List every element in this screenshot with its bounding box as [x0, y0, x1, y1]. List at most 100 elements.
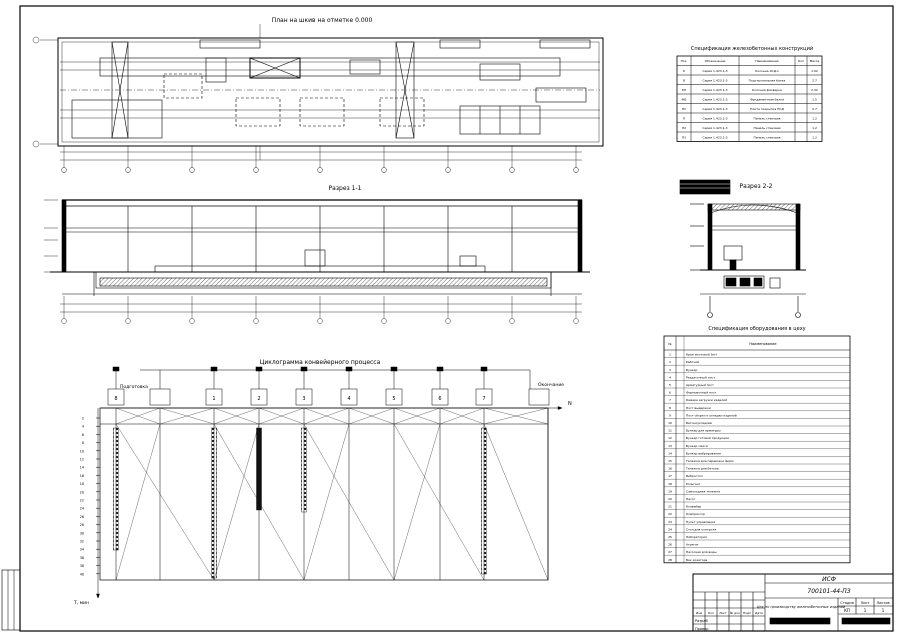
equipment-row-name: Насосная для воды	[686, 550, 717, 554]
equipment-row-name: Бетоноукладчик	[686, 421, 712, 425]
equipment-row-name: Компрессор	[686, 512, 705, 516]
concrete-table-cell: Колонна 1КД-1	[755, 69, 779, 73]
equipment-row-number: 23	[668, 520, 672, 524]
concrete-table-cell: Серия 1.423.1-3	[703, 135, 728, 139]
concrete-table-cell: Панель стеновая	[754, 126, 781, 130]
cyclogram-activity-bar	[113, 427, 119, 551]
cyclogram-time-tick: 14	[80, 466, 84, 470]
cyclogram-time-tick: 28	[80, 523, 84, 527]
concrete-table-cell: 1.2	[812, 126, 817, 130]
cyclogram-post-number: 1	[212, 396, 215, 402]
cyclogram-time-tick: 34	[80, 548, 84, 552]
stamp-org: ИСФ	[822, 576, 836, 583]
concrete-header-cell: Обозначение	[705, 59, 726, 63]
cyclogram-time-tick: 26	[80, 515, 84, 519]
equipment-row-number: 27	[668, 550, 672, 554]
cyclogram-time-tick: 12	[80, 458, 84, 462]
equipment-row-number: 17	[668, 474, 672, 478]
equipment-row-number: 5	[669, 383, 671, 387]
stamp-column-header: Лист	[719, 611, 727, 615]
concrete-table-cell: ПС	[682, 107, 686, 111]
concrete-table-cell: Серия 1.423.1-3	[703, 107, 728, 111]
cyclogram-x-axis-label: N	[568, 401, 572, 407]
sheet-frame	[1, 5, 894, 632]
cyclogram-activity-bar	[301, 427, 307, 513]
stamp-code: 700101-44-ПЗ	[807, 588, 850, 595]
concrete-table-cell: Серия 1.423.1-3	[703, 78, 728, 82]
equipment-row-number: 22	[668, 512, 672, 516]
equipment-row-name: Кран мостовой 5кН	[686, 353, 717, 357]
equipment-row-name: Пост выдержки	[686, 406, 711, 410]
equipment-row-name: Тележка для бетона	[685, 467, 719, 471]
equipment-row-name: Бак дозатора	[686, 558, 707, 562]
cyclogram-y-axis-label: Т, мин	[73, 600, 89, 606]
cyclogram-time-tick: 18	[80, 482, 84, 486]
equipment-row-number: 12	[668, 436, 672, 440]
concrete-table-cell: Подстропильная балка	[749, 78, 786, 82]
equipment-header-name: Наименование	[749, 342, 776, 346]
cyclogram-time-tick: 38	[80, 564, 84, 568]
equipment-row-number: 14	[668, 451, 672, 455]
equipment-row-name: Раздаточный пост	[686, 375, 715, 379]
concrete-table-cell: 1.5	[812, 97, 817, 101]
equipment-row-number: 13	[668, 444, 672, 448]
equipment-table-frame	[663, 335, 851, 564]
cyclogram-time-tick: 8	[82, 441, 84, 445]
section-1-axes	[44, 199, 582, 324]
stamp-role-dev: Разраб	[695, 619, 708, 623]
cyclogram-post-number: 3	[302, 396, 305, 402]
plan-title: План на шкив на отметке 0.000	[272, 17, 373, 24]
concrete-table-cell: 1.2	[812, 135, 817, 139]
equipment-row-name: Рольганг	[686, 482, 701, 486]
cyclogram-time-tick: 24	[80, 507, 84, 511]
cyclogram-activity-bar	[256, 427, 262, 511]
concrete-header-cell: Масса	[810, 59, 820, 63]
cyclogram-left-label: Подготовка	[120, 384, 148, 390]
equipment-row-name: Самоходная тележка	[686, 489, 720, 493]
equipment-row-name: Стол для контроля	[686, 527, 716, 531]
stamp-column-header: Кол	[708, 611, 714, 615]
stamp-sheet-header: Лист	[861, 601, 870, 605]
stamp-stage-header: Стадия	[840, 601, 853, 605]
concrete-table-cell: Серия 1.423.1-3	[703, 69, 728, 73]
stamp-stage: КП	[844, 608, 850, 613]
cyclogram-activity-bar	[211, 427, 217, 579]
equipment-row-number: 15	[668, 459, 672, 463]
stamp-sheets: 1	[882, 608, 885, 613]
cyclogram-time-tick: 40	[80, 572, 84, 576]
cyclogram-time-tick: 4	[82, 425, 84, 429]
equipment-row-name: Конвейер	[686, 505, 701, 509]
equipment-row-number: 7	[669, 398, 671, 402]
concrete-table-cell: Колонна фахверка	[752, 88, 782, 92]
plan-view	[57, 37, 604, 147]
equipment-row-name: Камера загрузки изделий	[686, 398, 727, 402]
stamp-column-header: № док	[730, 611, 740, 615]
cyclogram-post-number: 6	[438, 396, 441, 402]
equipment-row-name: Бункер вибрирования	[686, 451, 721, 455]
concrete-table-cell: Серия 1.423.1-3	[703, 88, 728, 92]
equipment-row-name: Бункер готовой продукции	[686, 436, 729, 440]
cyclogram-time-tick: 2	[82, 417, 84, 421]
equipment-row-name: Пост сборки и укладки изделий	[686, 413, 737, 417]
cyclogram-time-tick: 16	[80, 474, 84, 478]
concrete-table-cell: 2.7	[812, 78, 817, 82]
cyclogram-post-number: 2	[257, 396, 260, 402]
equipment-row-number: 3	[669, 368, 671, 372]
equipment-row-name: Тележка для перевозки форм	[685, 459, 734, 463]
concrete-table-cell: К	[683, 69, 686, 73]
equipment-row-name: Агрегат	[686, 543, 699, 547]
stamp-description: Цех по производству железобетонных издел…	[757, 605, 846, 609]
concrete-header-cell: Кол	[798, 59, 804, 63]
concrete-table-cell: ФБ	[682, 97, 687, 101]
equipment-row-name: Бункер смеси	[686, 444, 708, 448]
cyclogram-time-tick: 36	[80, 556, 84, 560]
section-1-view	[50, 199, 590, 296]
equipment-row-number: 4	[669, 375, 671, 379]
concrete-spec-title: Спецификация железобетонных конструкций	[691, 45, 813, 52]
equipment-row-number: 9	[669, 413, 671, 417]
equipment-row-number: 16	[668, 467, 672, 471]
cyclogram-right-label: Окончание	[538, 382, 564, 388]
